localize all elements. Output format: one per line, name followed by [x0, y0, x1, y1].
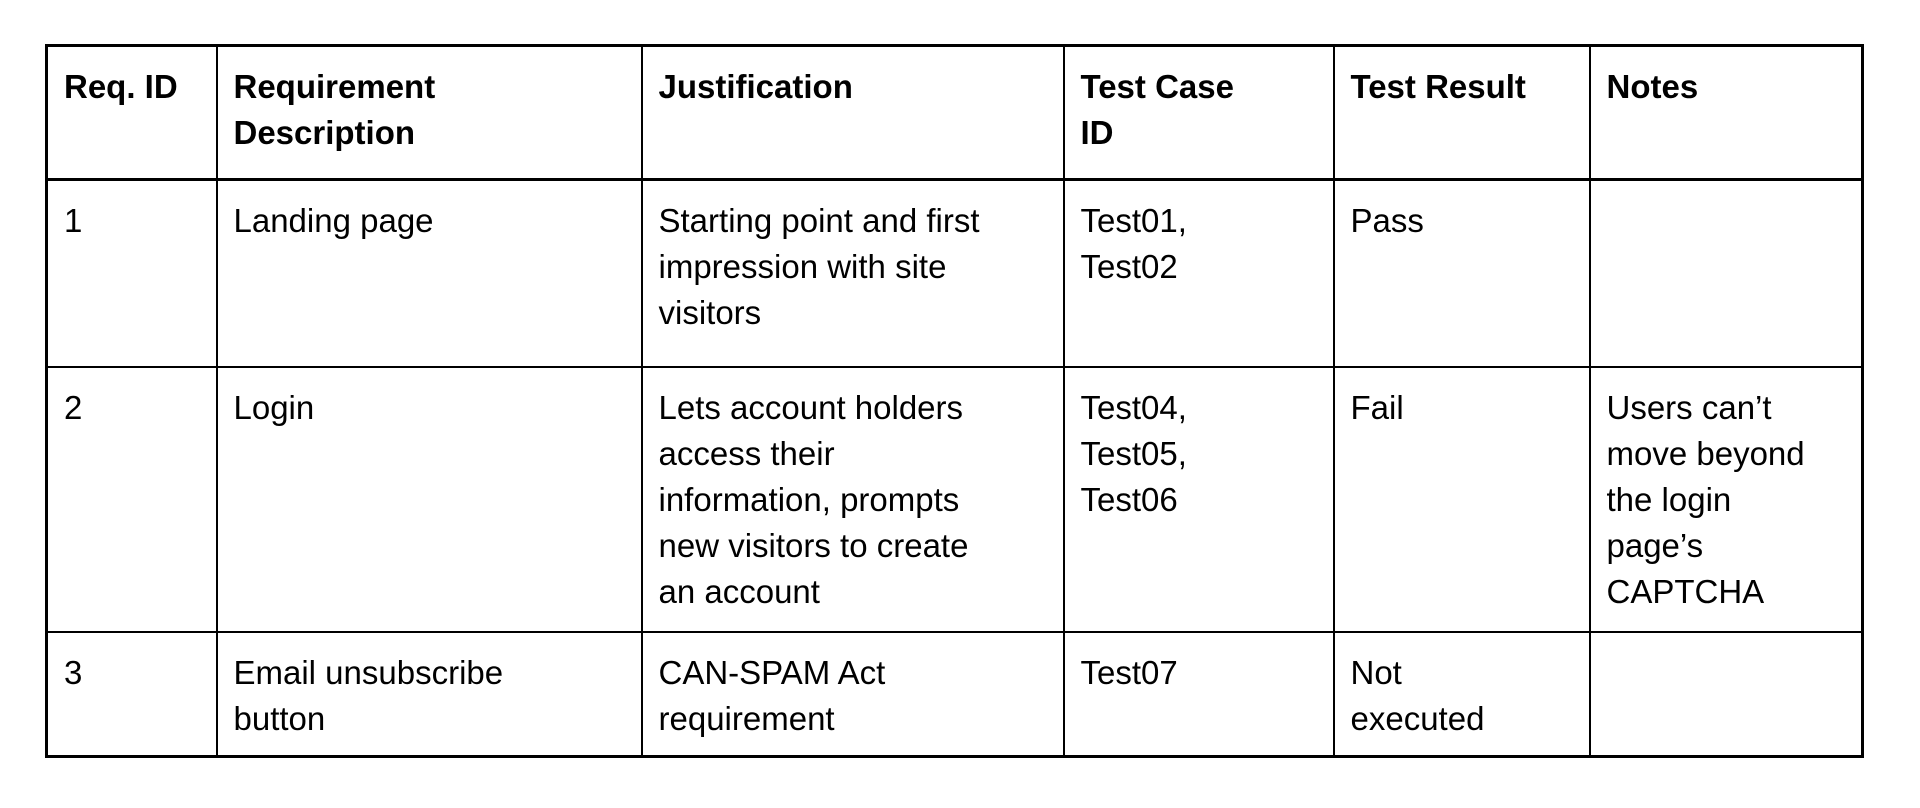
table-row: 2 Login Lets account holders access thei… — [45, 365, 1864, 633]
requirements-traceability-table: Req. ID Requirement Description Justific… — [45, 44, 1864, 758]
cell-test-case-id: Test01, Test02 — [1062, 178, 1335, 368]
column-header-notes: Notes — [1588, 44, 1864, 181]
cell-req-id: 2 — [45, 365, 218, 633]
table-row: 3 Email unsubscribe button CAN-SPAM Act … — [45, 630, 1864, 758]
cell-notes: Users can’t move beyond the login page’s… — [1588, 365, 1864, 633]
column-header-justification: Justification — [640, 44, 1065, 181]
cell-requirement-description: Login — [215, 365, 643, 633]
cell-notes — [1588, 630, 1864, 758]
column-header-test-case-id: Test Case ID — [1062, 44, 1335, 181]
cell-test-result: Pass — [1332, 178, 1591, 368]
cell-req-id: 3 — [45, 630, 218, 758]
cell-requirement-description: Email unsubscribe button — [215, 630, 643, 758]
column-header-requirement-description: Requirement Description — [215, 44, 643, 181]
column-header-req-id: Req. ID — [45, 44, 218, 181]
cell-test-case-id: Test07 — [1062, 630, 1335, 758]
cell-test-result: Not executed — [1332, 630, 1591, 758]
cell-notes — [1588, 178, 1864, 368]
header-row: Req. ID Requirement Description Justific… — [45, 44, 1864, 181]
cell-req-id: 1 — [45, 178, 218, 368]
cell-justification: Lets account holders access their inform… — [640, 365, 1065, 633]
cell-requirement-description: Landing page — [215, 178, 643, 368]
column-header-test-result: Test Result — [1332, 44, 1591, 181]
cell-justification: Starting point and first impression with… — [640, 178, 1065, 368]
cell-test-result: Fail — [1332, 365, 1591, 633]
table-row: 1 Landing page Starting point and first … — [45, 178, 1864, 368]
cell-justification: CAN-SPAM Act requirement — [640, 630, 1065, 758]
cell-test-case-id: Test04, Test05, Test06 — [1062, 365, 1335, 633]
